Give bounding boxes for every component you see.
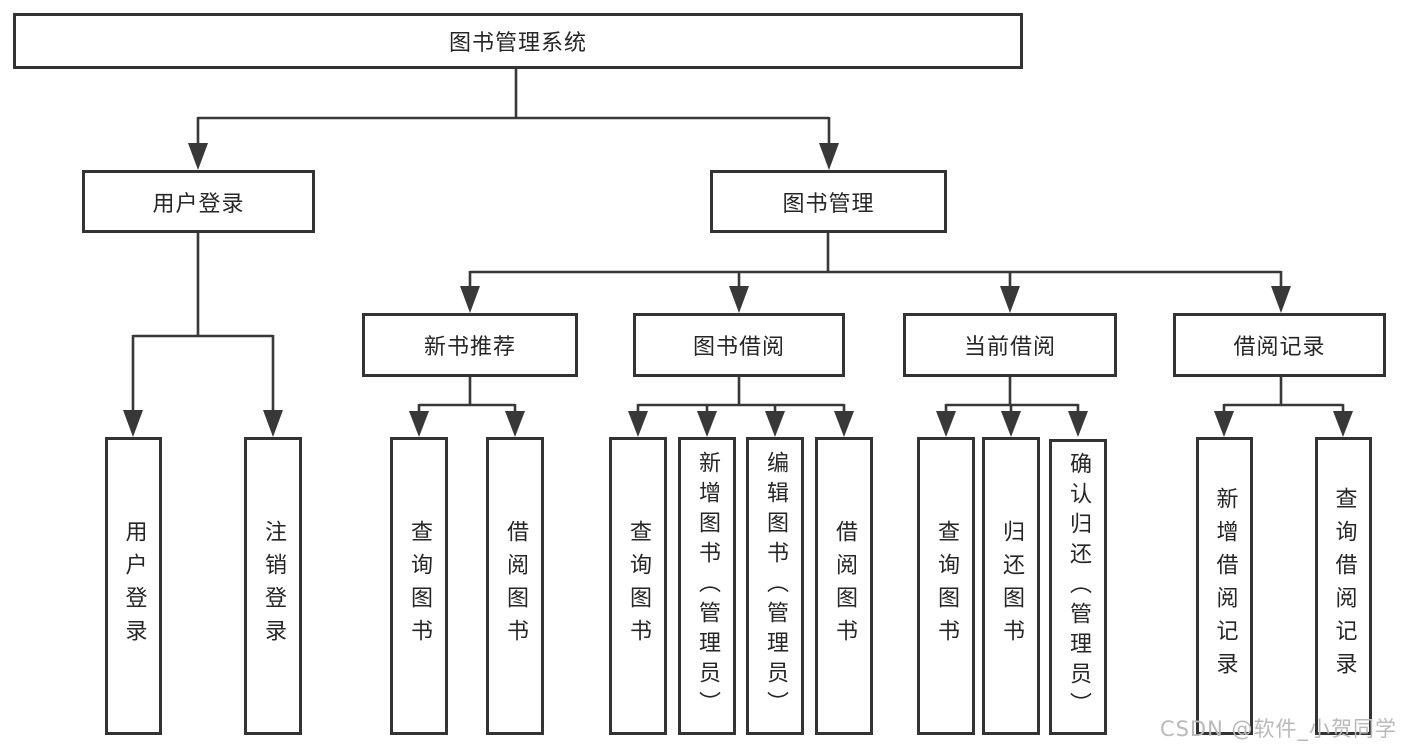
node-new-book-recommend-label: 新书推荐 — [423, 335, 516, 360]
leaf-borrow-books-2: 借阅图书 — [815, 437, 873, 735]
node-book-management-label: 图书管理 — [782, 191, 875, 217]
leaf-add-borrow-record: 新增借阅记录 — [1196, 437, 1253, 735]
node-book-borrow: 图书借阅 — [633, 313, 845, 377]
node-new-book-recommend: 新书推荐 — [362, 313, 578, 377]
leaf-borrow-books-1: 借阅图书 — [486, 437, 544, 735]
node-borrow-records: 借阅记录 — [1173, 313, 1386, 377]
leaf-query-books-3: 查询图书 — [917, 437, 975, 735]
leaf-logout-label: 注销登录 — [261, 520, 286, 652]
csdn-watermark: CSDN @软件_小贺同学 — [1159, 717, 1397, 741]
leaf-add-borrow-record-label: 新增借阅记录 — [1212, 487, 1238, 685]
leaf-query-borrow-record-label: 查询借阅记录 — [1331, 487, 1357, 685]
leaf-user-login-label: 用户登录 — [121, 520, 147, 652]
node-user-login: 用户登录 — [82, 170, 315, 233]
leaf-query-borrow-record: 查询借阅记录 — [1315, 437, 1372, 735]
leaf-borrow-books-1-label: 借阅图书 — [503, 520, 528, 652]
leaf-confirm-return-admin: 确认归还（管理员） — [1049, 439, 1107, 735]
node-root-library-system: 图书管理系统 — [13, 13, 1023, 69]
leaf-return-books: 归还图书 — [982, 437, 1040, 735]
leaf-logout: 注销登录 — [244, 437, 302, 735]
node-borrow-records-label: 借阅记录 — [1233, 335, 1326, 360]
leaf-query-books-2-label: 查询图书 — [626, 520, 651, 652]
leaf-query-books-1-label: 查询图书 — [407, 520, 432, 652]
leaf-user-login: 用户登录 — [105, 437, 162, 735]
node-current-borrow-label: 当前借阅 — [963, 335, 1056, 360]
leaf-query-books-1: 查询图书 — [390, 437, 448, 735]
node-book-borrow-label: 图书借阅 — [692, 335, 785, 360]
node-root-label: 图书管理系统 — [448, 31, 587, 56]
leaf-edit-books-admin: 编辑图书（管理员） — [746, 437, 804, 735]
leaf-borrow-books-2-label: 借阅图书 — [832, 520, 857, 652]
leaf-confirm-return-admin-label: 确认归还（管理员） — [1066, 452, 1091, 722]
node-book-management: 图书管理 — [710, 170, 947, 233]
leaf-add-books-admin: 新增图书（管理员） — [678, 437, 736, 735]
leaf-add-books-admin-label: 新增图书（管理员） — [695, 451, 720, 721]
node-user-login-label: 用户登录 — [152, 191, 245, 217]
leaf-edit-books-admin-label: 编辑图书（管理员） — [763, 451, 788, 721]
leaf-query-books-3-label: 查询图书 — [934, 520, 959, 652]
leaf-query-books-2: 查询图书 — [609, 437, 667, 735]
node-current-borrow: 当前借阅 — [903, 313, 1117, 377]
leaf-return-books-label: 归还图书 — [999, 520, 1024, 652]
